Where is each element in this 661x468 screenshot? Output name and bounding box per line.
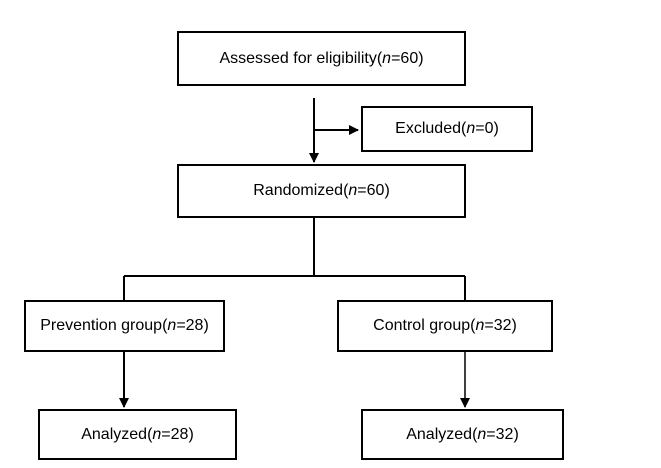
assessed-n-prefix: ( bbox=[376, 49, 383, 67]
analyzed-control-box: Analyzed (n=32) bbox=[361, 409, 564, 460]
analyzed-right-n-value: =32 bbox=[486, 425, 514, 443]
excluded-n-var: n bbox=[466, 120, 476, 137]
assessed-n-value: =60 bbox=[391, 49, 419, 67]
control-n-value: =32 bbox=[484, 317, 512, 334]
analyzed-left-label: Analyzed bbox=[81, 425, 148, 443]
assessed-box: Assessed for eligibility (n=60) bbox=[177, 31, 466, 86]
control-group-box: Control group (n=32) bbox=[337, 300, 553, 352]
control-n-prefix: ( bbox=[470, 317, 476, 334]
excluded-n-suffix: ) bbox=[493, 120, 499, 137]
assessed-n-var: n bbox=[382, 49, 392, 67]
randomized-n-value: =60 bbox=[357, 182, 385, 199]
assessed-n-suffix: ) bbox=[418, 49, 424, 67]
excluded-n-prefix: ( bbox=[461, 120, 467, 137]
excluded-box: Excluded (n=0) bbox=[361, 106, 533, 152]
analyzed-right-n-var: n bbox=[477, 425, 487, 443]
randomized-box: Randomized (n=60) bbox=[177, 164, 466, 218]
excluded-n-value: =0 bbox=[475, 120, 494, 137]
prevention-n-suffix: ) bbox=[203, 317, 209, 334]
analyzed-left-n-var: n bbox=[152, 425, 162, 443]
prevention-group-box: Prevention group (n=28) bbox=[24, 300, 225, 352]
analyzed-right-n-suffix: ) bbox=[513, 425, 519, 443]
prevention-n-value: =28 bbox=[176, 317, 204, 334]
control-n-var: n bbox=[475, 317, 485, 334]
analyzed-right-n-prefix: ( bbox=[472, 425, 478, 443]
prevention-label: Prevention group bbox=[40, 317, 163, 334]
randomized-label: Randomized bbox=[253, 182, 344, 199]
prevention-n-var: n bbox=[167, 317, 177, 334]
prevention-n-prefix: ( bbox=[162, 317, 168, 334]
analyzed-right-label: Analyzed bbox=[406, 425, 473, 443]
randomized-n-prefix: ( bbox=[343, 182, 349, 199]
randomized-n-var: n bbox=[348, 182, 358, 199]
assessed-label: Assessed for eligibility bbox=[219, 49, 377, 67]
analyzed-left-n-prefix: ( bbox=[147, 425, 153, 443]
analyzed-left-n-value: =28 bbox=[161, 425, 189, 443]
control-label: Control group bbox=[373, 317, 471, 334]
excluded-label: Excluded bbox=[395, 120, 461, 137]
control-n-suffix: ) bbox=[511, 317, 517, 334]
analyzed-prevention-box: Analyzed (n=28) bbox=[38, 409, 237, 460]
analyzed-left-n-suffix: ) bbox=[188, 425, 194, 443]
randomized-n-suffix: ) bbox=[384, 182, 390, 199]
